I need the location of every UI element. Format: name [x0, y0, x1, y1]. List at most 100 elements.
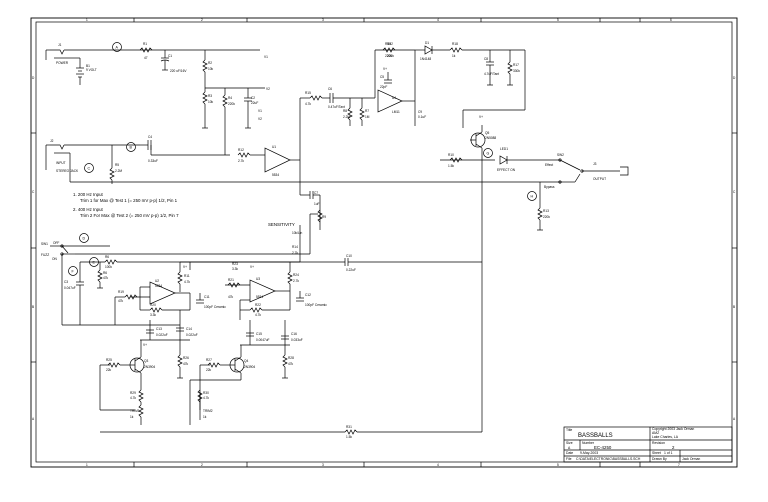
transistor-section	[99, 262, 483, 435]
ref-label: C11	[204, 295, 210, 299]
title-block-text: Title BASSBALLS Size A Number EC-4250 Re…	[566, 427, 700, 461]
note-line: 2. 400 Hz Input	[73, 207, 104, 212]
value-label: 47k	[183, 362, 189, 366]
ref-label: Q5	[485, 131, 489, 135]
ref-label: C9	[418, 110, 422, 114]
value-label: 4.7uF/Tant	[484, 72, 499, 76]
tb-number: EC-4250	[594, 445, 612, 450]
value-label: 2N5088	[485, 136, 496, 140]
ref-label: C6	[328, 87, 332, 91]
node-markers: A B C D E F G H	[68, 42, 537, 276]
ref-label: C13	[156, 327, 162, 331]
value-label: 0.1uF	[418, 115, 426, 119]
jack-label: STEREO JACK	[56, 169, 79, 173]
value-label: 47k	[228, 295, 234, 299]
ref-label: LED1	[500, 147, 508, 151]
tb-title: BASSBALLS	[578, 433, 613, 439]
tb-label: Date	[566, 451, 573, 455]
border-column-labels: 1 2 3 4 5 6 1 2 3 4 5 7	[86, 18, 680, 467]
value-label: 5534	[155, 284, 162, 288]
value-label: 1M	[365, 115, 370, 119]
note-line: Trim 1 for Max @ Test 1 (= 250 mV p-p) 1…	[80, 198, 178, 203]
ref-label: SW2	[557, 153, 564, 157]
ref-label: TRIM2	[203, 409, 213, 413]
value-label: 2N3904	[144, 365, 155, 369]
row-label: B	[32, 305, 34, 309]
col-label: 2	[201, 463, 203, 467]
tb-sheet: 1 of 1	[664, 451, 673, 455]
tb-company: AMZ	[652, 431, 659, 435]
envelope-section	[299, 45, 526, 160]
node-label: H	[531, 195, 534, 199]
value-label: 220k	[387, 54, 394, 58]
ref-label: R13	[543, 209, 549, 213]
ref-label: C15	[256, 332, 262, 336]
rail-label: V+	[479, 115, 483, 119]
ref-label: R11	[184, 274, 190, 278]
value-label: 3.3k	[150, 313, 156, 317]
value-label: 0.047uF	[64, 286, 76, 290]
row-label: A	[733, 417, 736, 421]
ref-label: R9	[322, 215, 326, 219]
led-label: EFFECT ON	[497, 168, 516, 172]
value-label: 0.22uF	[346, 268, 356, 272]
value-label: 4.7k	[184, 280, 190, 284]
value-label: 22uF	[251, 101, 258, 105]
ref-label: Q3	[144, 359, 148, 363]
ref-label: J2	[50, 139, 54, 143]
value-label: 0.33uF	[148, 159, 158, 163]
node-label: B	[130, 146, 133, 150]
ref-label: R5	[115, 163, 119, 167]
filter-section	[114, 262, 304, 346]
rail-label: V+	[250, 265, 254, 269]
node-label: D	[83, 237, 86, 241]
ref-label: C16	[291, 332, 297, 336]
ref-label: R18	[452, 42, 458, 46]
value-label: 4.7k	[203, 396, 209, 400]
ref-label: C14	[186, 327, 192, 331]
col-label: 1	[86, 463, 88, 467]
input-section	[45, 140, 560, 195]
value-label: 220k	[385, 54, 392, 58]
value-label: 47k	[288, 362, 294, 366]
col-label: 1	[86, 18, 88, 22]
value-label: 100pF Ceramic	[204, 305, 226, 309]
ref-label: B1	[86, 64, 90, 68]
ref-label: U2	[155, 279, 159, 283]
ref-label: R30	[203, 391, 209, 395]
tb-revision: 2	[672, 445, 675, 450]
col-label: 5	[557, 463, 559, 467]
ref-label: C12	[305, 293, 311, 297]
ref-label: R32	[387, 42, 393, 46]
col-label: 3	[322, 463, 324, 467]
switch-label: ON	[52, 257, 57, 261]
row-label: C	[32, 190, 35, 194]
ref-label: R24	[293, 273, 299, 277]
value-label: 4.7k	[305, 102, 311, 106]
value-label: 47k	[103, 276, 109, 280]
value-label: 0.47uF/Tant	[328, 105, 345, 109]
ref-label: R29	[130, 391, 136, 395]
col-label: 6	[670, 18, 672, 22]
value-label: 2.2M	[115, 169, 122, 173]
ref-label: J1	[58, 43, 62, 47]
ref-label: POWER	[56, 61, 69, 65]
value-label: 0.022uF	[156, 333, 168, 337]
ref-label: C1	[168, 54, 172, 58]
ref-label: U1	[272, 145, 276, 149]
value-label: 22pF	[380, 85, 387, 89]
value-label: 100pF Ceramic	[305, 303, 327, 307]
row-label: B	[733, 305, 735, 309]
jack-label: INPUT	[56, 161, 66, 165]
tb-date: 9-May-2003	[580, 451, 598, 455]
value-label: 2N3904	[244, 365, 255, 369]
node-label: C	[88, 167, 91, 171]
ref-label: R3	[208, 94, 212, 98]
value-label: 10k	[208, 100, 214, 104]
value-label: 1k	[452, 54, 456, 58]
rail-label: V+	[143, 343, 147, 347]
value-label: 5534	[272, 173, 279, 177]
node-label: G	[487, 152, 490, 156]
drawing-border	[30, 17, 738, 468]
